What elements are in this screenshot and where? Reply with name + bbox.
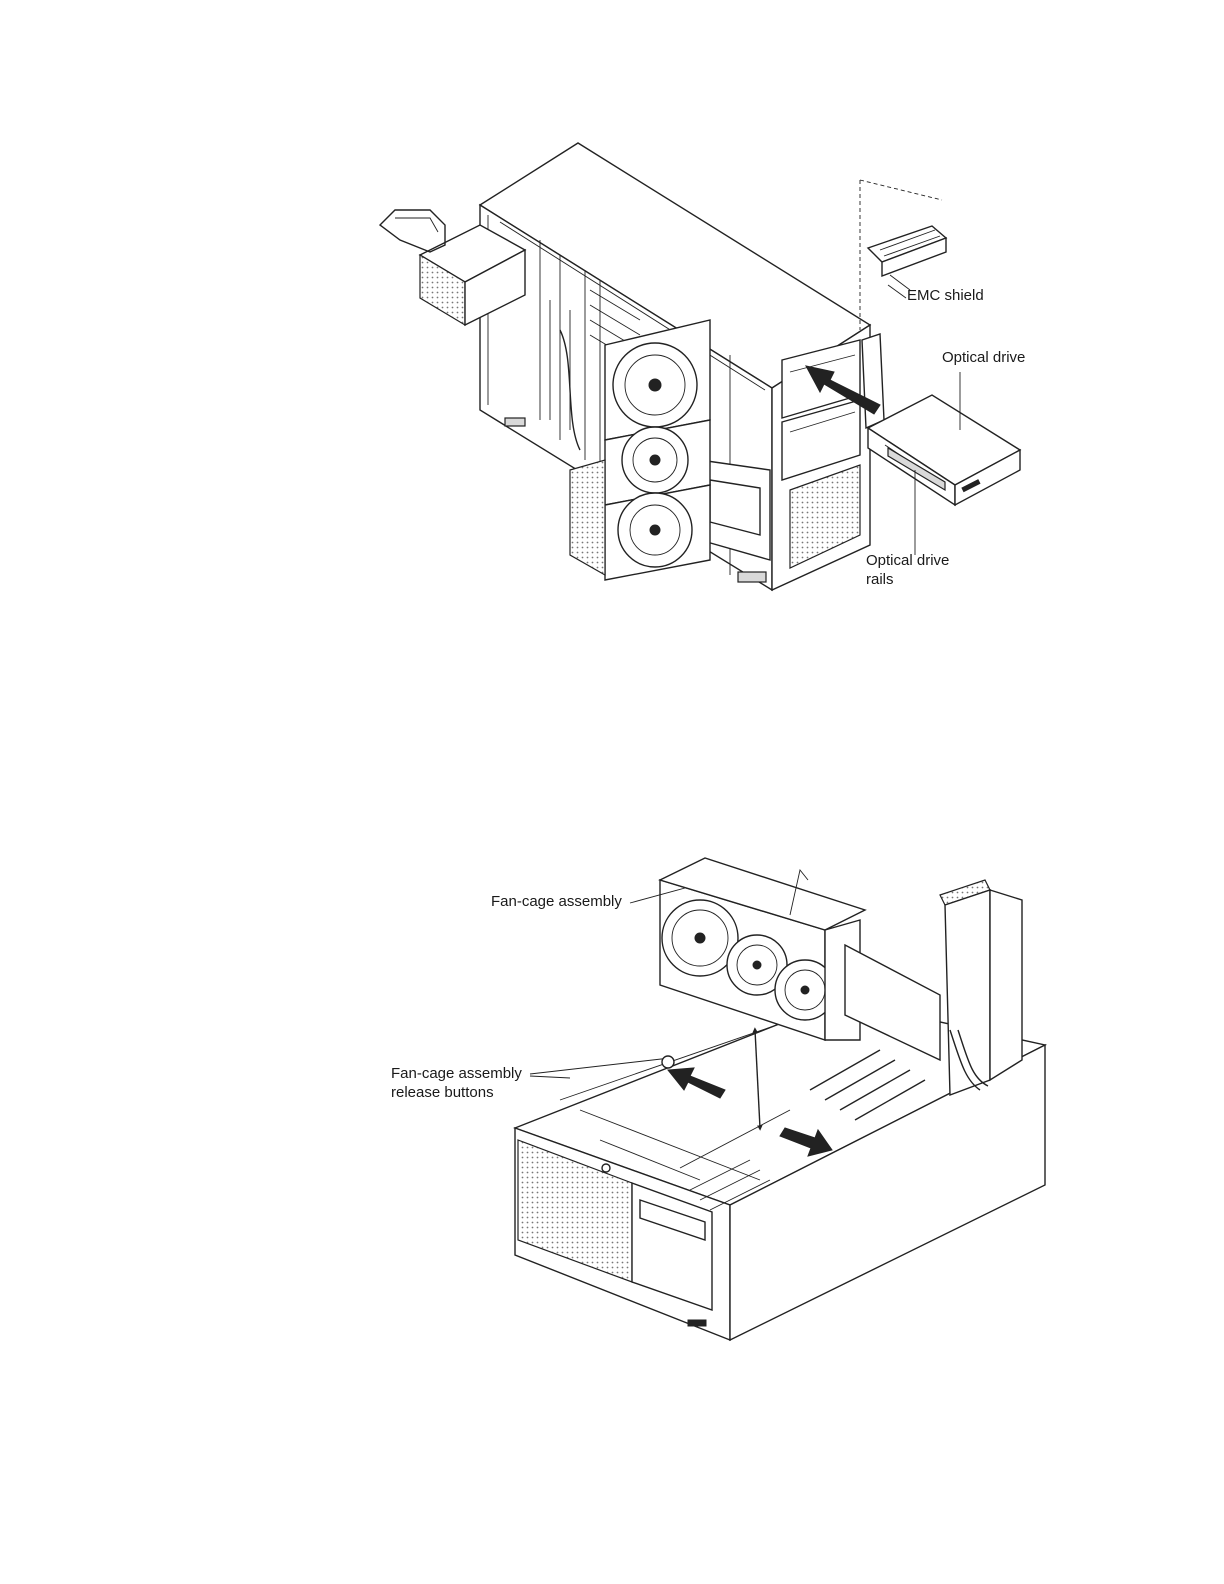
- label-optical-drive: Optical drive: [942, 348, 1025, 367]
- power-supply-tower: [940, 880, 1022, 1095]
- label-emc-shield: EMC shield: [907, 286, 984, 305]
- label-fan-cage-release-buttons: Fan-cage assembly release buttons: [391, 1064, 522, 1102]
- label-optical-drive-rails-line1: Optical drive: [866, 551, 949, 570]
- label-fan-cage-assembly: Fan-cage assembly: [491, 892, 622, 911]
- optical-drive-unit: [868, 395, 1020, 555]
- fan-cage-assembly-part: [660, 858, 940, 1060]
- label-fan-cage-release-buttons-line2: release buttons: [391, 1083, 522, 1102]
- label-optical-drive-rails-line2: rails: [866, 570, 949, 589]
- label-fan-cage-release-buttons-line1: Fan-cage assembly: [391, 1064, 522, 1083]
- emc-shield-part: [860, 180, 946, 330]
- label-optical-drive-rails: Optical drive rails: [866, 551, 949, 589]
